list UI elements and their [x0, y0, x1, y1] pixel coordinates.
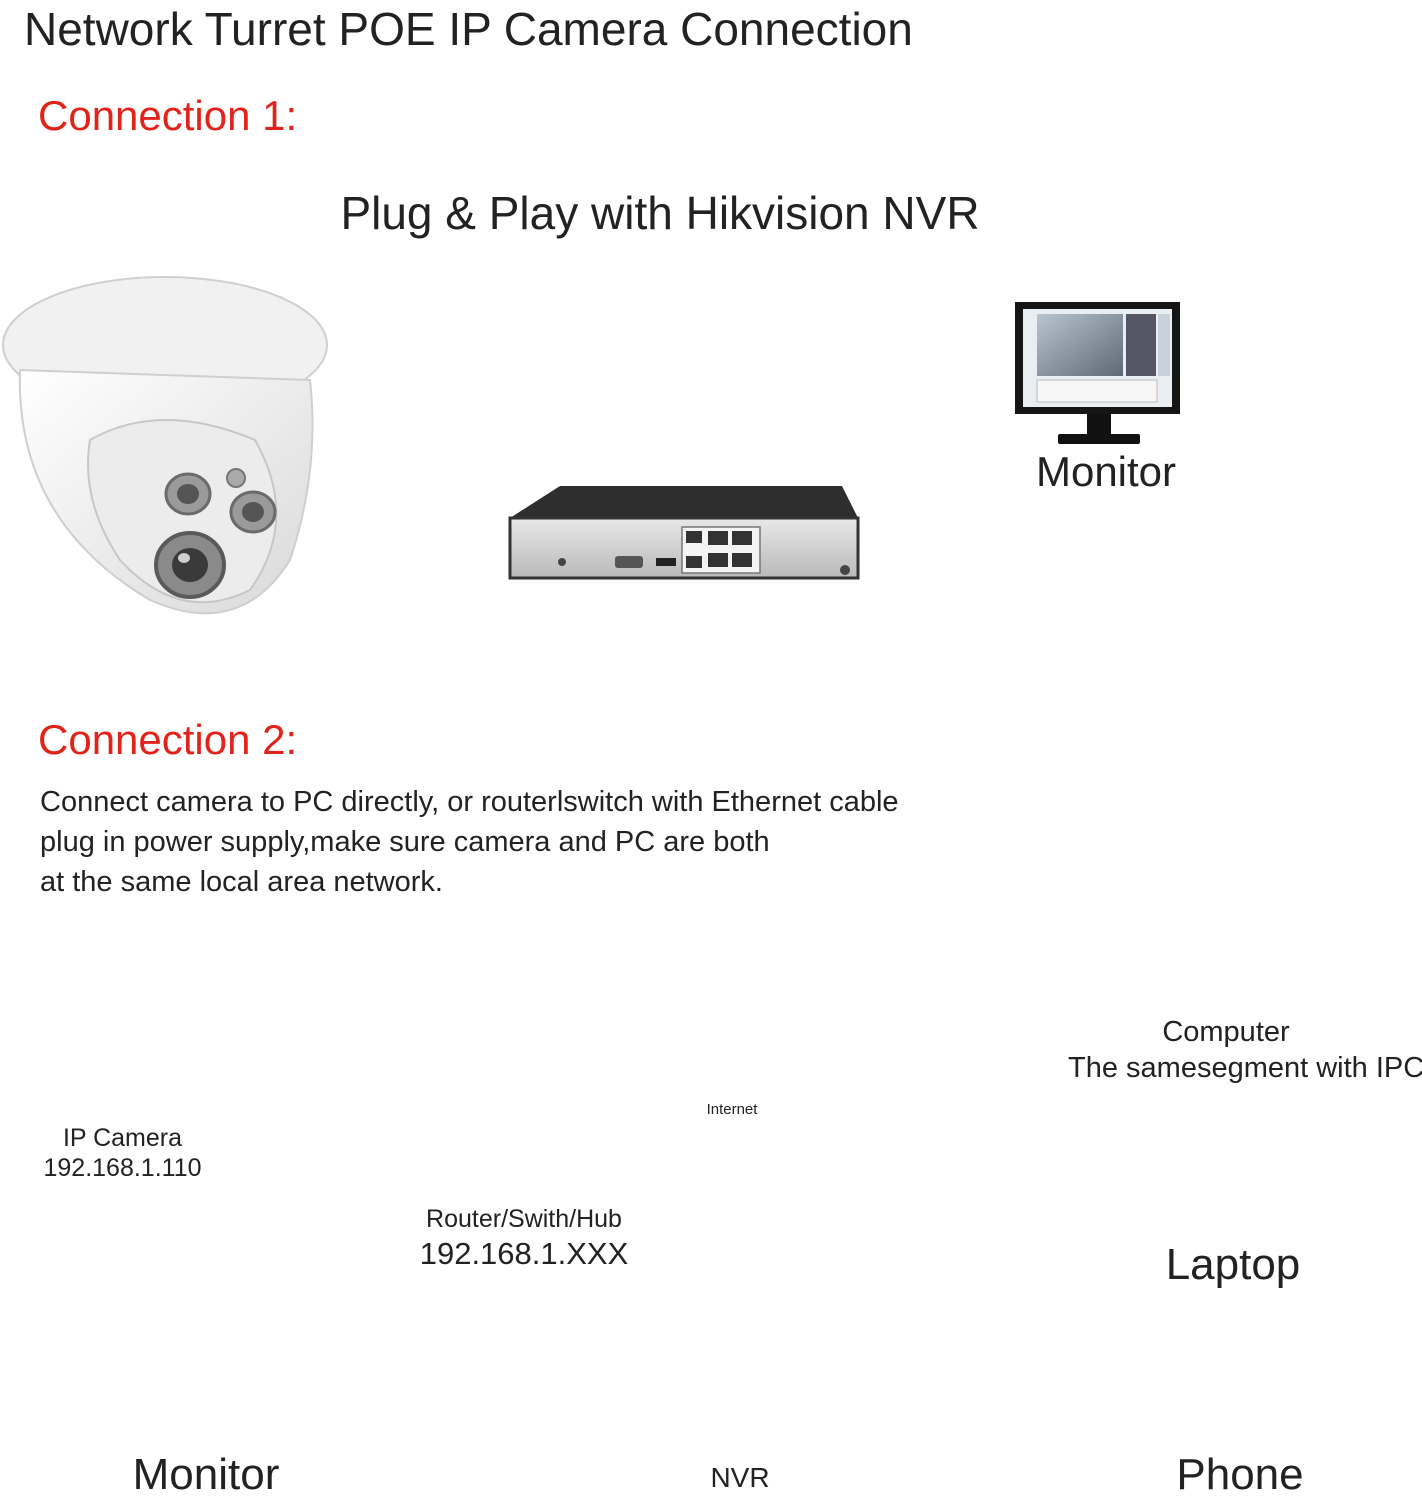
ip-camera-ip: 192.168.1.110 [43, 1154, 202, 1182]
monitor-bottom-label: Monitor [132, 1450, 280, 1499]
nvr-top-icon [508, 486, 860, 580]
monitor-top-label: Monitor [1035, 448, 1177, 495]
turret-camera-large-icon [2, 276, 328, 615]
description-line-1: Connect camera to PC directly, or router… [40, 786, 899, 818]
connection-1-subtitle: Plug & Play with Hikvision NVR [340, 187, 980, 239]
description-line-3: at the same local area network. [40, 866, 443, 898]
computer-label: Computer [1162, 1016, 1290, 1048]
description-line-2: plug in power supply,make sure camera an… [40, 826, 770, 858]
page-title: Network Turret POE IP Camera Connection [24, 3, 913, 55]
nvr-label: NVR [710, 1462, 770, 1493]
router-label: Router/Swith/Hub [426, 1205, 622, 1233]
connection-2-description: Connect camera to PC directly, or router… [40, 782, 899, 902]
router-ip: 192.168.1.XXX [419, 1236, 629, 1271]
monitor-top-icon [1015, 302, 1180, 444]
ip-camera-label: IP Camera [62, 1124, 183, 1152]
internet-label: Internet [706, 1101, 758, 1118]
laptop-label: Laptop [1165, 1240, 1301, 1289]
phone-label: Phone [1176, 1450, 1304, 1499]
connection-1-heading: Connection 1: [38, 92, 298, 139]
computer-sublabel: The samesegment with IPC [1068, 1052, 1422, 1084]
connection-2-heading: Connection 2: [38, 716, 298, 763]
